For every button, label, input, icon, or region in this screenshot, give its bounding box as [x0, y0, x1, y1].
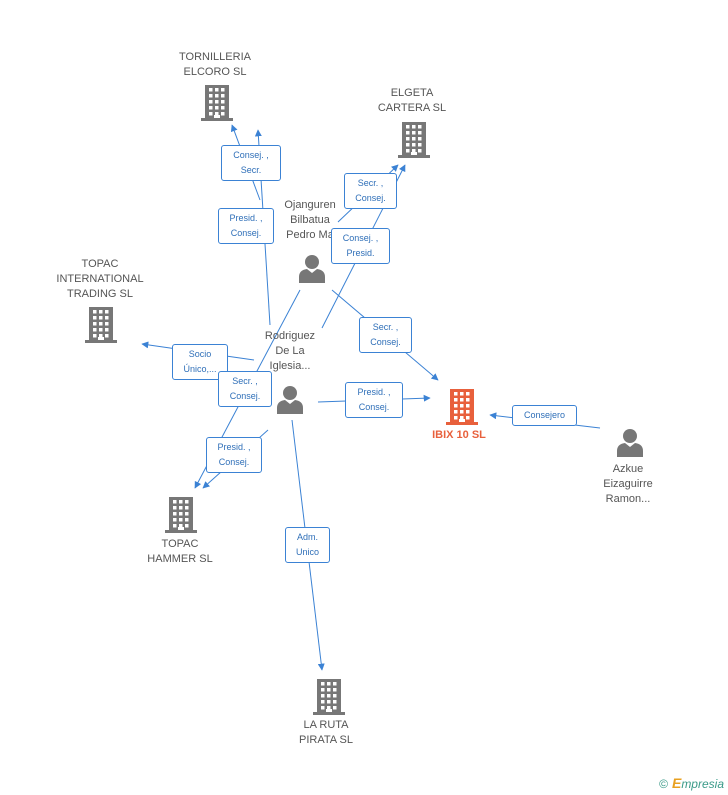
- company-icon[interactable]: [85, 307, 117, 348]
- node-label-la-ruta[interactable]: LA RUTA PIRATA SL: [298, 719, 353, 746]
- node-label-ibix[interactable]: IBIX 10 SL: [432, 429, 486, 441]
- node-label-azkue[interactable]: Azkue Eizaguirre Ramon...: [603, 463, 653, 505]
- node-label-ojanguren[interactable]: Ojanguren Bilbatua Pedro Ma: [284, 199, 336, 241]
- company-icon[interactable]: [165, 497, 197, 538]
- node-label-topac-intl[interactable]: TOPAC INTERNATIONAL TRADING SL: [56, 258, 144, 300]
- brand-logo-text: mpresia: [681, 777, 724, 791]
- main-company-icon[interactable]: [446, 389, 478, 430]
- node-label-elgeta[interactable]: ELGETA CARTERA SL: [377, 87, 447, 114]
- edge-label[interactable]: Secr. , Consej.: [218, 371, 272, 407]
- company-icon[interactable]: [398, 122, 430, 163]
- edge-label[interactable]: Presid. , Consej.: [206, 437, 262, 473]
- edge-label[interactable]: Consej. , Secr.: [221, 145, 281, 181]
- company-icon[interactable]: [201, 85, 233, 126]
- edge-label[interactable]: Secr. , Consej.: [359, 317, 412, 353]
- edge-label[interactable]: Consejero: [512, 405, 577, 426]
- edge-label[interactable]: Presid. , Consej.: [345, 382, 403, 418]
- edge-label[interactable]: Secr. , Consej.: [344, 173, 397, 209]
- copyright-symbol: ©: [659, 777, 668, 791]
- edge-label[interactable]: Adm. Unico: [285, 527, 330, 563]
- node-label-tornilleria[interactable]: TORNILLERIA ELCORO SL: [179, 51, 251, 78]
- node-label-topac-hammer[interactable]: TOPAC HAMMER SL: [147, 538, 213, 565]
- edge-label[interactable]: Socio Único,...: [172, 344, 228, 380]
- node-label-rodriguez[interactable]: Rodriguez De La Iglesia...: [264, 330, 316, 372]
- person-icon[interactable]: [275, 384, 305, 419]
- edge-label[interactable]: Consej. , Presid.: [331, 228, 390, 264]
- company-icon[interactable]: [313, 679, 345, 720]
- person-icon[interactable]: [297, 253, 327, 288]
- copyright-footer: ©Empresia: [659, 775, 724, 791]
- person-icon[interactable]: [615, 427, 645, 462]
- brand-logo-initial: E: [671, 775, 682, 791]
- edge-label[interactable]: Presid. , Consej.: [218, 208, 274, 244]
